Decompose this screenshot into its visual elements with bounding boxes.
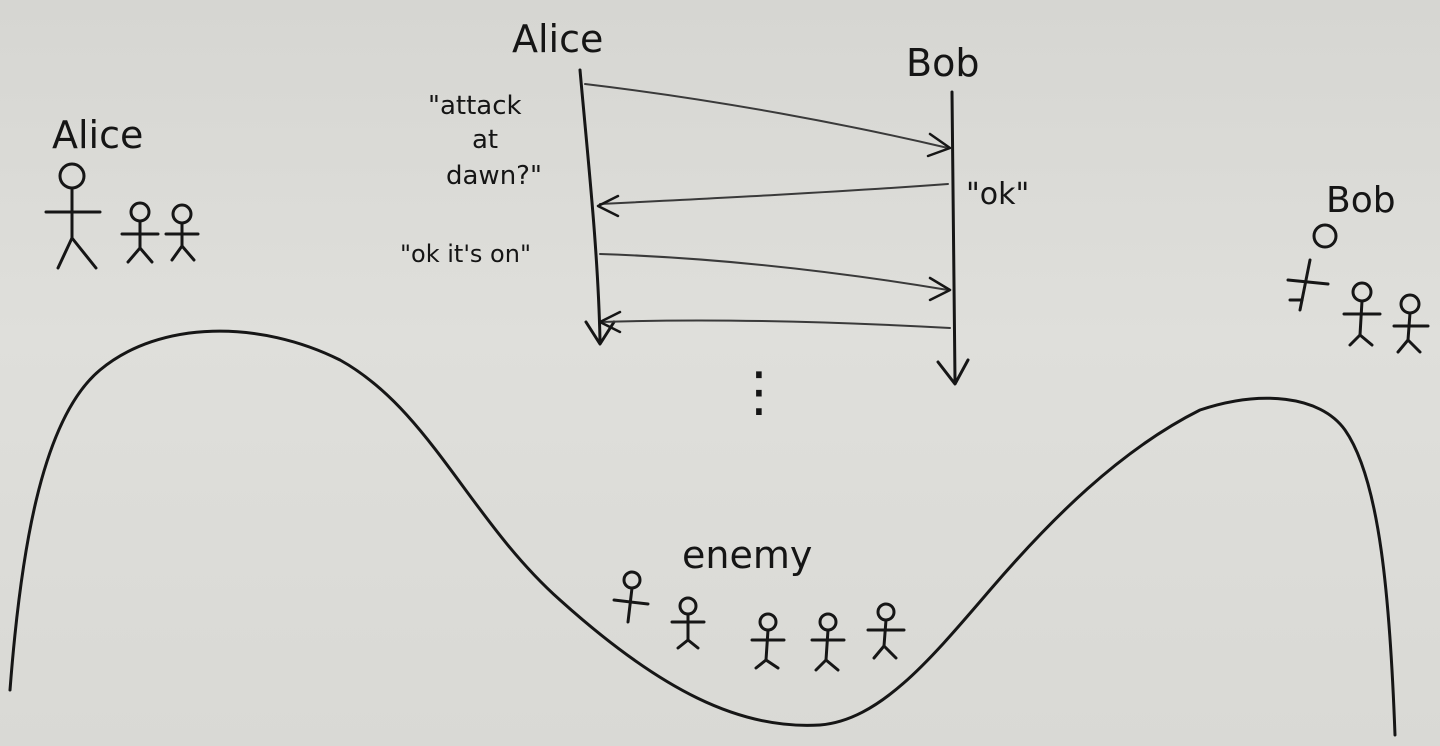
- bob-lifeline-arrowhead: [936, 358, 970, 386]
- stick-figure: [164, 203, 200, 262]
- message-arrow-2: [599, 183, 949, 205]
- stick-figure: [670, 596, 706, 650]
- seq-bob-label: Bob: [906, 41, 979, 85]
- msg2-label: "ok": [966, 177, 1029, 212]
- bob-lifeline: [950, 90, 957, 382]
- stick-figure: [1286, 223, 1338, 312]
- msg1-line2: at: [472, 125, 498, 155]
- message-arrow-1: [584, 83, 949, 149]
- alice-army: [44, 162, 200, 270]
- alice-group-label: Alice: [52, 113, 143, 157]
- arrowhead-4: [598, 310, 622, 334]
- stick-figure: [44, 162, 102, 270]
- alice-lifeline-arrowhead: [584, 320, 616, 346]
- stick-figure: [1342, 281, 1382, 347]
- stick-figure: [1392, 293, 1430, 354]
- stick-figure: [750, 612, 786, 670]
- arrowhead-2: [596, 194, 620, 218]
- msg1-line1: "attack: [428, 91, 522, 121]
- alice-lifeline: [578, 68, 602, 342]
- arrowhead-1: [926, 132, 952, 158]
- msg1-line3: dawn?": [446, 161, 542, 191]
- bob-group-label: Bob: [1326, 180, 1396, 221]
- msg3-label: "ok it's on": [400, 240, 531, 268]
- stick-figure: [810, 612, 846, 672]
- message-arrow-4: [601, 319, 951, 329]
- seq-alice-label: Alice: [512, 17, 603, 61]
- arrowhead-3: [928, 276, 952, 302]
- enemy-army: [612, 570, 906, 672]
- bob-army: [1286, 223, 1430, 354]
- enemy-label: enemy: [682, 533, 812, 577]
- continuation-dots: ⋮: [732, 360, 786, 423]
- stick-figure: [866, 602, 906, 660]
- stick-figure: [612, 570, 650, 624]
- valley-outline: [8, 329, 1397, 737]
- stick-figure: [120, 201, 160, 264]
- message-arrow-3: [599, 253, 949, 291]
